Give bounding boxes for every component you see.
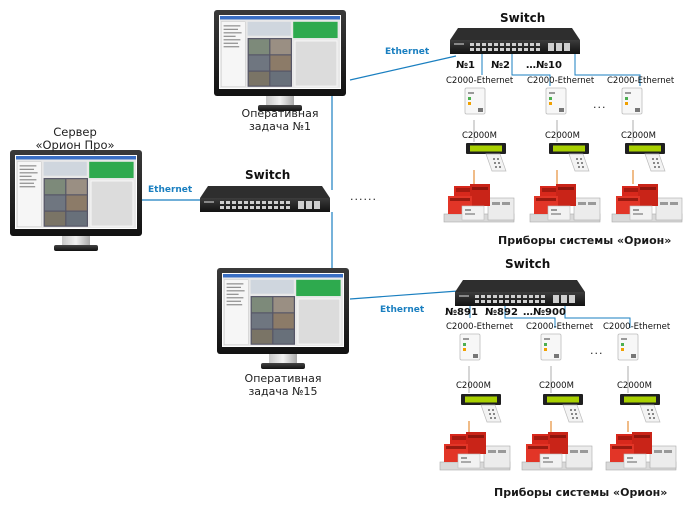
ws1-ethernet-label: Ethernet <box>385 47 430 57</box>
ws15-ethernet-label: Ethernet <box>380 305 425 315</box>
bottom-port-892: №892 <box>485 307 518 318</box>
console-892 <box>542 393 584 423</box>
converter-2 <box>545 87 567 115</box>
ethernet-links <box>136 55 459 300</box>
bottom-switch <box>455 280 585 306</box>
console-10 <box>624 142 666 172</box>
top-controller-label-2: C2000M <box>545 131 580 141</box>
bottom-converter-label-891: C2000-Ethernet <box>446 322 514 332</box>
server-label: Сервер «Орион Про» <box>35 125 115 152</box>
device-links <box>468 120 634 393</box>
console-900 <box>619 393 661 423</box>
console-891 <box>460 393 502 423</box>
bottom-port-900: …№900 <box>523 307 566 318</box>
top-converter-label-1: C2000-Ethernet <box>446 76 514 86</box>
top-controller-label-10: C2000M <box>621 131 656 141</box>
top-port-10: …№10 <box>526 60 562 71</box>
bottom-converter-label-900: C2000-Ethernet <box>603 322 671 332</box>
bottom-controller-label-900: C2000M <box>617 381 652 391</box>
devices-cluster-10 <box>611 183 683 223</box>
bottom-controller-label-891: C2000M <box>456 381 491 391</box>
central-switch <box>200 186 330 212</box>
server-ethernet-label: Ethernet <box>148 185 193 195</box>
converter-900 <box>617 333 639 361</box>
converter-10 <box>621 87 643 115</box>
converter-1 <box>464 87 486 115</box>
bottom-group-caption: Приборы системы «Орион» <box>494 486 668 499</box>
console-1 <box>465 142 507 172</box>
converter-892 <box>540 333 562 361</box>
bottom-converter-label-892: C2000-Ethernet <box>526 322 594 332</box>
top-port-2: №2 <box>491 60 510 71</box>
top-converter-ellipsis: ... <box>593 98 607 111</box>
top-converter-label-10: C2000-Ethernet <box>607 76 675 86</box>
workstation1-monitor <box>214 10 346 111</box>
central-switch-title: Switch <box>245 168 291 182</box>
workstation15-label: Оперативная задача №15 <box>244 372 322 398</box>
bottom-port-links <box>469 304 631 328</box>
bottom-controller-label-892: C2000M <box>539 381 574 391</box>
devices-cluster-892 <box>521 431 593 471</box>
server-monitor <box>10 150 142 251</box>
devices-cluster-900 <box>605 431 677 471</box>
devices-cluster-2 <box>529 183 601 223</box>
workstation1-label: Оперативная задача №1 <box>241 107 319 133</box>
top-controller-label-1: C2000M <box>462 131 497 141</box>
top-port-links <box>481 52 641 86</box>
top-converter-label-2: C2000-Ethernet <box>527 76 595 86</box>
console-2 <box>548 142 590 172</box>
devices-cluster-891 <box>439 431 511 471</box>
more-workstations-dots: ...... <box>350 190 377 203</box>
converter-891 <box>459 333 481 361</box>
top-switch-title: Switch <box>500 11 546 25</box>
bottom-converter-ellipsis: ... <box>590 344 604 357</box>
top-port-1: №1 <box>456 60 475 71</box>
bottom-port-891: №891 <box>445 307 478 318</box>
workstation15-monitor <box>217 268 349 369</box>
devices-cluster-1 <box>443 183 515 223</box>
rs485-links <box>468 170 634 432</box>
bottom-switch-title: Switch <box>505 257 551 271</box>
top-switch <box>450 28 580 54</box>
top-group-caption: Приборы системы «Орион» <box>498 234 672 247</box>
